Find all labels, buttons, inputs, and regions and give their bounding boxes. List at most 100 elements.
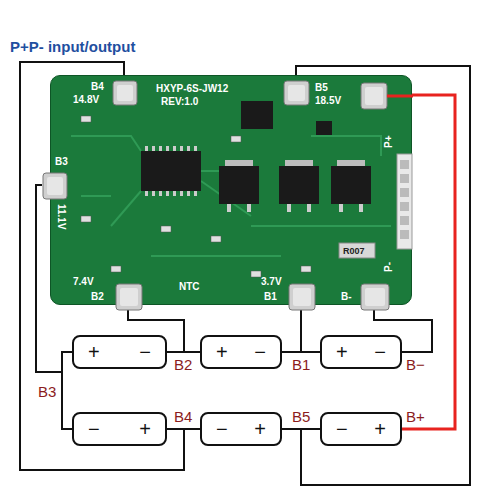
pad-shine [365,87,383,105]
solder-pad [43,173,67,199]
wire [387,95,413,98]
diagram-title: P+P- input/output [10,38,135,55]
connector [397,154,412,249]
battery-cell: +− [72,335,167,369]
connector-pin [400,188,409,197]
connector-pin [400,216,409,225]
pad-shine [293,288,311,306]
ic-pin [152,191,155,196]
board-marking: B- [341,291,352,303]
solder-pad [289,284,315,310]
mosfet-leg [227,204,231,212]
polarity-sign: − [88,418,100,440]
board-marking: 18.5V [315,95,341,107]
transistor [316,121,332,135]
polarity-sign: + [216,341,228,363]
shunt-resistor [339,243,375,258]
battery-cell: −+ [320,412,402,446]
ic-pin [173,191,176,196]
board-marking: B5 [315,82,328,94]
solder-pad [113,81,137,105]
terminal-label: B1 [292,356,310,373]
solder-pad [361,284,389,310]
ic-pin [173,146,176,151]
ic-pin [152,146,155,151]
polarity-sign: − [216,418,228,440]
terminal-label: B3 [38,383,56,400]
ic-pin [187,191,190,196]
wire-connector [167,351,200,353]
board-marking: REV:1.0 [161,96,198,108]
terminal-label: B5 [292,408,310,425]
ic-pin [180,191,183,196]
polarity-sign: + [336,341,348,363]
mosfet [331,166,371,204]
terminal-label: B2 [174,356,192,373]
wire-connector [167,428,200,430]
ic-pin [159,146,162,151]
trace [71,136,141,151]
solder-pad [361,83,387,109]
trace [111,191,141,226]
board-marking: 14.8V [73,94,99,106]
smd-part [231,136,241,142]
trace [251,225,391,227]
battery-cell: +− [320,335,402,369]
board-marking: HXYP-6S-JW12 [156,83,228,95]
board-marking: B2 [91,291,104,303]
traces [71,136,391,256]
ic-chip [141,151,201,191]
board-marking: NTC [179,281,200,293]
smd-part [111,266,121,272]
pad-shine [288,85,305,101]
ic-pin [187,146,190,151]
board-marking: B1 [264,291,277,303]
ic-pin [180,146,183,151]
pcb-board: B414.8V HXYP-6S-JW12REV:1.0 B518.5V P+ B3 11.… [50,75,412,305]
board-marking: P+ [383,135,395,148]
mosfet [279,166,319,204]
ic-pin [145,146,148,151]
terminal-label: B+ [406,408,425,425]
battery-cell: +− [200,335,282,369]
wire [300,309,302,352]
trace [81,195,111,197]
smd-part [211,236,221,242]
terminal-label: B− [406,356,425,373]
board-marking: B4 [91,81,104,93]
polarity-sign: + [139,418,151,440]
connector-pin [400,230,409,239]
ic-pin [194,191,197,196]
ic-pin [166,191,169,196]
polarity-sign: + [374,418,386,440]
polarity-sign: − [374,341,386,363]
polarity-sign: − [336,418,348,440]
mosfet [241,101,273,129]
battery-cell: −+ [200,412,282,446]
ic-pin [166,146,169,151]
mosfet-leg [339,204,343,212]
solder-pad [116,284,142,310]
board-marking: 11.1V [55,204,67,230]
wire-connector [282,428,320,430]
polarity-sign: − [254,341,266,363]
board-marking: 7.4V [73,276,94,288]
board-marking: B3 [55,156,68,168]
ic-pin [159,191,162,196]
terminal-label: B4 [174,408,192,425]
polarity-sign: + [254,418,266,440]
pad-shine [120,288,138,306]
mosfet-leg [247,204,251,212]
ic-pin [145,191,148,196]
ic-pin [194,146,197,151]
wire-connector [62,352,72,429]
mosfet-leg [359,204,363,212]
pad-shine [47,177,63,195]
battery-cell: −+ [72,412,167,446]
pad-shine [365,288,385,306]
mosfet-leg [307,204,311,212]
connector-pin [400,160,409,169]
mosfet-leg [287,204,291,212]
board-marking: P- [383,262,395,272]
